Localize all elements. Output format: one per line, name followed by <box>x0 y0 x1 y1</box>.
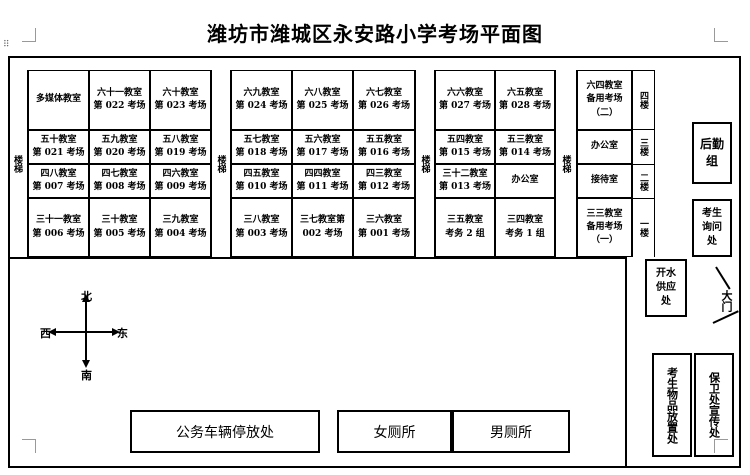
logistics-box: 后勤组 <box>692 122 732 184</box>
page-title: 潍坊市潍城区永安路小学考场平面图 <box>207 22 543 46</box>
room: 办公室 <box>577 130 632 164</box>
corner-mark <box>22 439 36 453</box>
room: 三九教室第 004 考场 <box>150 198 211 257</box>
room: 四八教室第 007 考场 <box>28 164 89 198</box>
compass-arrows-icon <box>48 294 120 368</box>
room: 五六教室第 017 考场 <box>292 130 353 164</box>
room: 三十一教室第 006 考场 <box>28 198 89 257</box>
room: 六十教室第 023 考场 <box>150 70 211 130</box>
room: 接待室 <box>577 164 632 198</box>
floor-label: 四楼 <box>632 70 655 130</box>
room: 五九教室第 020 考场 <box>89 130 150 164</box>
men-restroom: 男厕所 <box>452 410 570 453</box>
room: 四四教室第 011 考场 <box>292 164 353 198</box>
floor-plan-frame <box>8 56 741 468</box>
room: 五三教室第 014 考场 <box>495 130 555 164</box>
move-handle-icon[interactable]: ⠿ <box>3 40 10 50</box>
room: 五十教室第 021 考场 <box>28 130 89 164</box>
stair-2: 楼梯 <box>211 70 231 257</box>
women-restroom: 女厕所 <box>337 410 452 453</box>
room: 六十一教室第 022 考场 <box>89 70 150 130</box>
room: 三十教室第 005 考场 <box>89 198 150 257</box>
room: 五四教室第 015 考场 <box>435 130 495 164</box>
parking-area: 公务车辆停放处 <box>130 410 320 453</box>
security-box: 保卫处宣传处 <box>694 353 734 457</box>
room: 五五教室第 016 考场 <box>353 130 415 164</box>
room: 三三教室备用考场（一） <box>577 198 632 257</box>
room: 办公室 <box>495 164 555 198</box>
floor-label: 三楼 <box>632 130 655 164</box>
room: 六六教室第 027 考场 <box>435 70 495 130</box>
stair-4: 楼梯 <box>555 70 577 257</box>
gate-label: 大门 <box>720 290 733 312</box>
room: 四五教室第 010 考场 <box>231 164 292 198</box>
floor-label: 一楼 <box>632 198 655 257</box>
compass <box>38 286 138 386</box>
room: 六七教室第 026 考场 <box>353 70 415 130</box>
corner-mark <box>714 28 728 42</box>
room: 五八教室第 019 考场 <box>150 130 211 164</box>
storage-box: 考生物品放置处 <box>652 353 692 457</box>
stair-1: 楼梯 <box>8 70 28 257</box>
compass-east: 东 <box>117 327 128 340</box>
consult-box: 考生询问处 <box>692 199 732 257</box>
building-bottom-line <box>8 257 625 259</box>
room: 六九教室第 024 考场 <box>231 70 292 130</box>
corner-mark <box>22 28 36 42</box>
room: 四三教室第 012 考场 <box>353 164 415 198</box>
room: 三六教室第 001 考场 <box>353 198 415 257</box>
corner-mark <box>714 439 728 453</box>
room: 三五教室考务 2 组 <box>435 198 495 257</box>
room: 六五教室第 028 考场 <box>495 70 555 130</box>
room: 四七教室第 008 考场 <box>89 164 150 198</box>
compass-west: 西 <box>40 327 51 340</box>
room: 三四教室考务 1 组 <box>495 198 555 257</box>
room: 六四教室备用考场（二） <box>577 70 632 130</box>
right-area-divider <box>625 257 627 468</box>
room: 三八教室第 003 考场 <box>231 198 292 257</box>
water-supply-box: 开水供应处 <box>645 259 687 317</box>
room: 六八教室第 025 考场 <box>292 70 353 130</box>
stair-3: 楼梯 <box>415 70 435 257</box>
compass-north: 北 <box>81 290 92 303</box>
floor-label: 二楼 <box>632 164 655 198</box>
room: 四六教室第 009 考场 <box>150 164 211 198</box>
room: 三十二教室第 013 考场 <box>435 164 495 198</box>
room: 五七教室第 018 考场 <box>231 130 292 164</box>
room: 多媒体教室 <box>28 70 89 130</box>
compass-south: 南 <box>81 369 92 382</box>
